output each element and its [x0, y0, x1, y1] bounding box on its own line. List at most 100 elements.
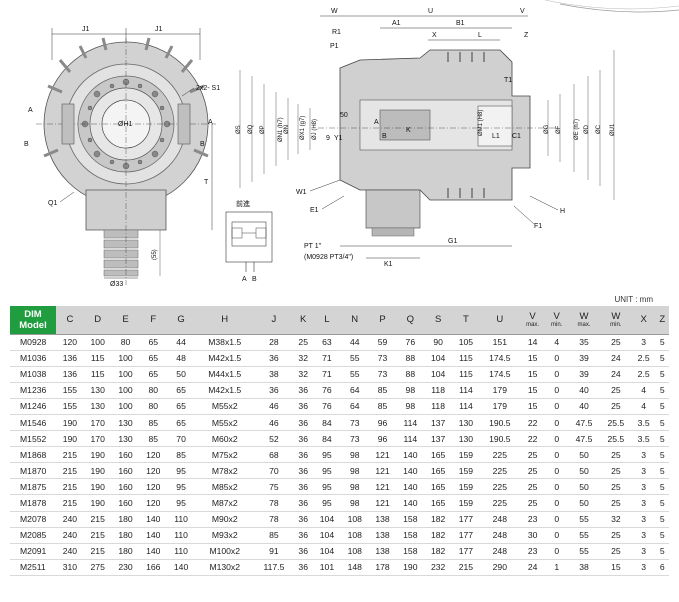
table-cell: 104 [424, 366, 453, 383]
table-cell: 32 [293, 366, 314, 383]
table-cell: 140 [167, 559, 195, 576]
dim-c1: C1 [512, 133, 521, 140]
column-header-label: L [324, 314, 330, 326]
table-cell: 0 [545, 446, 569, 464]
table-cell: 120 [139, 462, 168, 480]
table-cell: 36 [293, 543, 314, 560]
table-cell: 159 [452, 446, 480, 464]
column-header-label: P [379, 314, 386, 326]
table-cell: 30 [519, 527, 546, 544]
table-cell: 101 [313, 559, 341, 576]
table-cell: 104 [313, 543, 341, 560]
table-cell: 165 [424, 446, 453, 464]
table-cell: 121 [368, 446, 397, 464]
table-cell: 95 [313, 462, 341, 480]
table-cell: 95 [313, 478, 341, 496]
table-cell: 24 [519, 559, 546, 576]
table-cell: 98 [340, 446, 369, 464]
table-cell: 5 [655, 527, 669, 544]
table-cell: 5 [655, 366, 669, 383]
table-cell: 190 [83, 494, 112, 512]
table-cell: 136 [56, 366, 84, 383]
table-cell: 55 [568, 511, 600, 528]
table-cell: M75x2 [194, 446, 255, 464]
table-cell: 15 [519, 366, 546, 383]
table-cell: 138 [368, 543, 397, 560]
column-header-label: K [300, 314, 307, 326]
dim-q: ØQ [248, 124, 254, 134]
callout-w1: W1 [296, 189, 307, 196]
table-cell: 130 [452, 430, 480, 448]
table-cell: 64 [340, 398, 369, 415]
table-cell: 32 [599, 511, 632, 528]
column-header: C [56, 306, 84, 335]
port-pt-note: (M0928 PT3/4") [304, 254, 353, 261]
callout-f1: F1 [534, 223, 542, 230]
table-cell: 130 [111, 430, 140, 448]
column-header-label: V [529, 311, 536, 323]
table-cell: 25 [599, 334, 632, 351]
table-cell: M55x2 [194, 398, 255, 415]
table-cell: 215 [83, 527, 112, 544]
table-cell: 0 [545, 527, 569, 544]
table-cell: 290 [479, 559, 520, 576]
table-cell: 15 [599, 559, 632, 576]
table-cell: 5 [655, 334, 669, 351]
table-cell: 5 [655, 430, 669, 448]
detail-port-b: B [252, 276, 257, 283]
table-cell: 100 [111, 382, 140, 399]
table-cell: 117.5 [254, 559, 294, 576]
table-cell: 36 [293, 398, 314, 415]
technical-drawing: J1 J1 [0, 0, 679, 292]
dim-n1: ØN1 (h7) [278, 117, 284, 142]
table-cell: 36 [293, 478, 314, 496]
table-cell: 36 [293, 494, 314, 512]
table-cell: 151 [479, 334, 520, 351]
dim-l: L [478, 32, 482, 39]
dim-t: T [204, 179, 209, 186]
table-cell: 55 [568, 527, 600, 544]
detail-view: 前進 A B [225, 199, 273, 283]
table-cell: 0 [545, 462, 569, 480]
table-cell: 137 [424, 414, 453, 432]
column-header-label: N [351, 314, 359, 326]
table-cell: 170 [83, 414, 112, 432]
dim-j1-left: J1 [82, 26, 90, 33]
table-cell: 155 [56, 398, 84, 415]
table-cell: 137 [424, 430, 453, 448]
column-header-label: W [579, 311, 589, 323]
table-cell: 140 [139, 527, 168, 544]
table-cell: 130 [83, 382, 112, 399]
table-cell: 177 [452, 511, 480, 528]
column-header: U [479, 306, 520, 335]
table-cell: 84 [313, 414, 341, 432]
dim-k1: K1 [384, 261, 393, 268]
table-cell: 110 [167, 527, 195, 544]
table-cell: 115 [83, 350, 112, 367]
table-cell: 65 [139, 334, 168, 351]
dim-s: ØS [236, 125, 242, 134]
table-cell: 70 [254, 462, 294, 480]
table-cell: 36 [293, 527, 314, 544]
table-cell: 40 [568, 398, 600, 415]
table-cell: 25 [599, 462, 632, 480]
table-cell: M90x2 [194, 511, 255, 528]
table-cell: 170 [83, 430, 112, 448]
table-cell: 190 [83, 462, 112, 480]
dim-r1: R1 [332, 29, 341, 36]
table-cell: 215 [83, 543, 112, 560]
table-cell: 2.5 [631, 366, 656, 383]
column-header-label: Z [659, 314, 666, 326]
table-cell: 240 [56, 543, 84, 560]
model-cell: M1870 [10, 462, 56, 480]
column-header-label: D [94, 314, 102, 326]
table-cell: 115 [452, 350, 480, 367]
dim-header-text: DIM [24, 308, 42, 320]
